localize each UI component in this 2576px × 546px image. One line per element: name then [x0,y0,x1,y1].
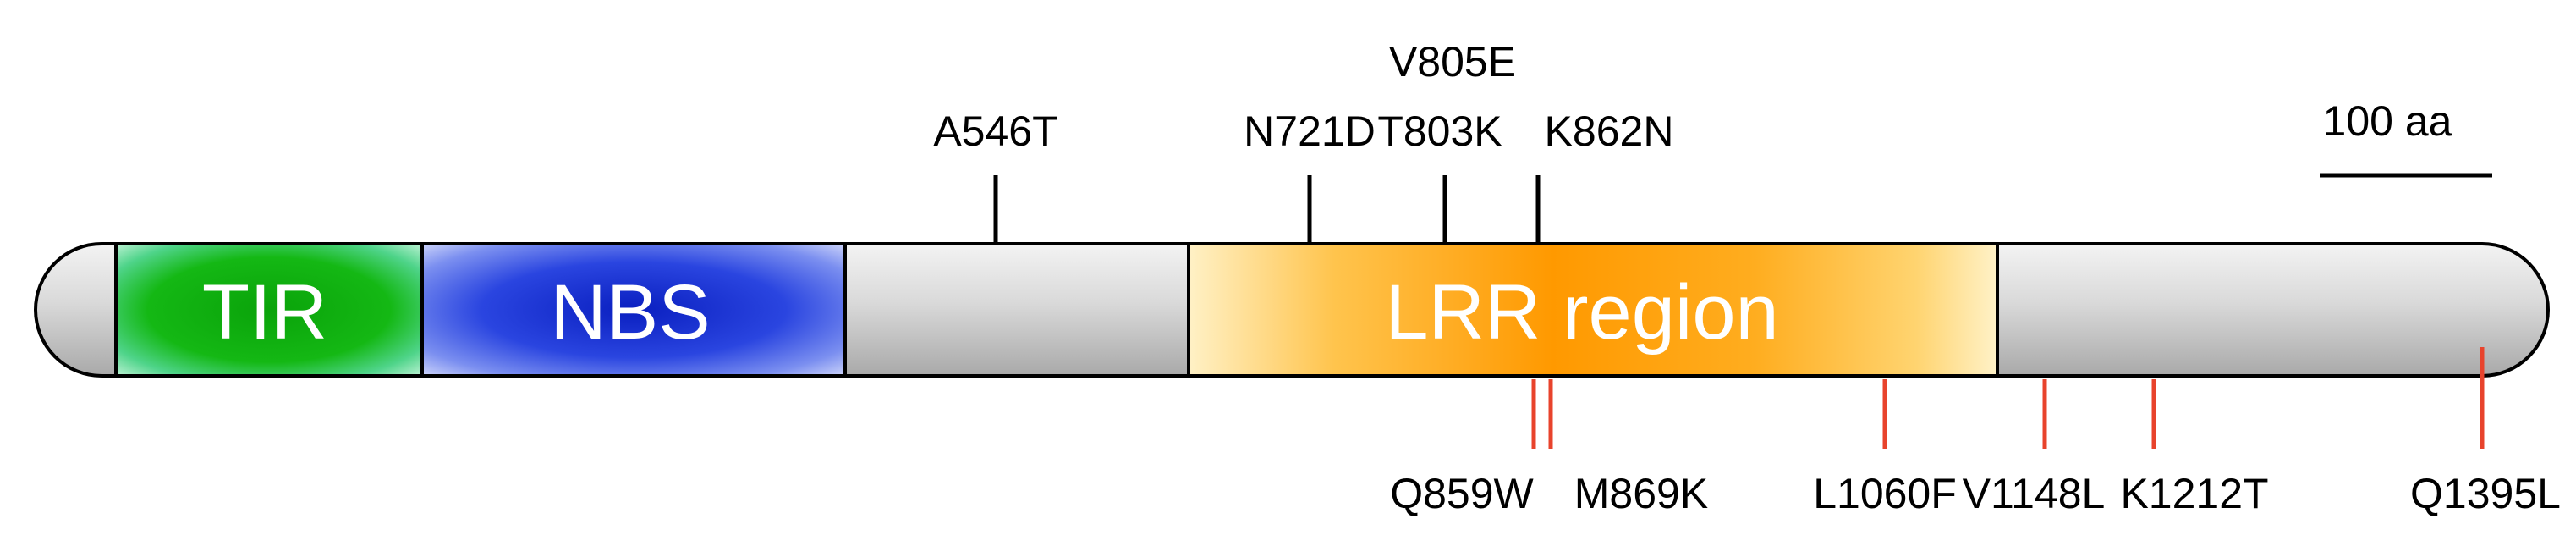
nbs-domain [420,242,847,378]
lrr-domain [1187,242,1999,378]
mutation-k1212t: K1212T [2120,470,2268,517]
lrr-label: LRR region [1385,269,1778,356]
mutation-q859w: Q859W [1390,470,1534,517]
mutation-k862n: K862N [1545,108,1674,155]
tir-domain [114,242,424,378]
scale-bar-label: 100 aa [2323,97,2452,145]
linker-region [843,242,1190,378]
mutation-q1395l: Q1395L [2410,470,2561,517]
mutation-m869k: M869K [1574,470,1708,517]
mutation-t803k: T803K [1377,108,1502,155]
mutation-a546t: A546T [933,108,1057,155]
mutation-n721d: N721D [1244,108,1376,155]
mutation-l1060f: L1060F [1813,470,1957,517]
mutation-v1148l: V1148L [1963,470,2106,517]
mutation-v805e: V805E [1389,38,1516,85]
tir-label: TIR [202,269,327,356]
nbs-label: NBS [550,269,710,356]
